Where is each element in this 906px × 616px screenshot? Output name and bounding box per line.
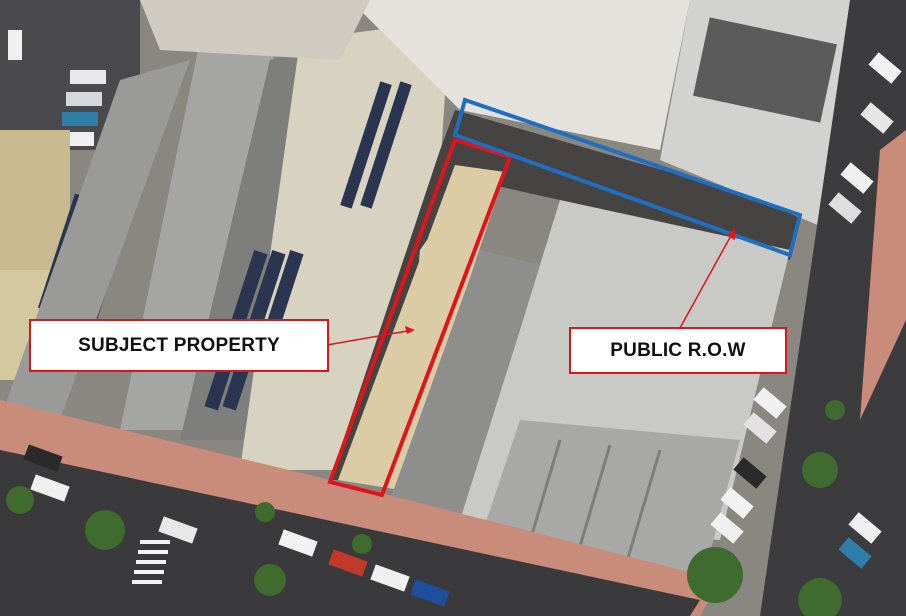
public-row-label: PUBLIC R.O.W bbox=[610, 339, 746, 361]
crosswalk bbox=[132, 540, 170, 584]
roof-northeast-dark bbox=[693, 17, 837, 123]
subject-property-roof bbox=[338, 165, 505, 490]
row-leader-arrow bbox=[727, 228, 735, 240]
roof-north-west bbox=[140, 0, 370, 60]
road-east-median bbox=[860, 130, 906, 420]
parked-cars-south bbox=[23, 444, 450, 607]
subject-leader-arrow bbox=[405, 326, 415, 334]
road-south bbox=[0, 450, 700, 616]
public-row-outline bbox=[452, 97, 803, 258]
parked-cars-east bbox=[710, 52, 902, 569]
road-east bbox=[760, 0, 906, 616]
street-trees bbox=[6, 400, 845, 616]
public-row-callout: PUBLIC R.O.W bbox=[569, 327, 787, 374]
subject-leader-line bbox=[326, 329, 414, 346]
roof-east-1 bbox=[390, 250, 540, 520]
subject-property-label: SUBJECT PROPERTY bbox=[78, 334, 280, 356]
roof-north-center bbox=[350, 0, 690, 150]
parked-cars-northwest bbox=[8, 30, 106, 146]
subject-property-callout: SUBJECT PROPERTY bbox=[29, 319, 329, 372]
row-leader-line bbox=[679, 231, 734, 329]
subject-property-outline bbox=[327, 137, 513, 498]
